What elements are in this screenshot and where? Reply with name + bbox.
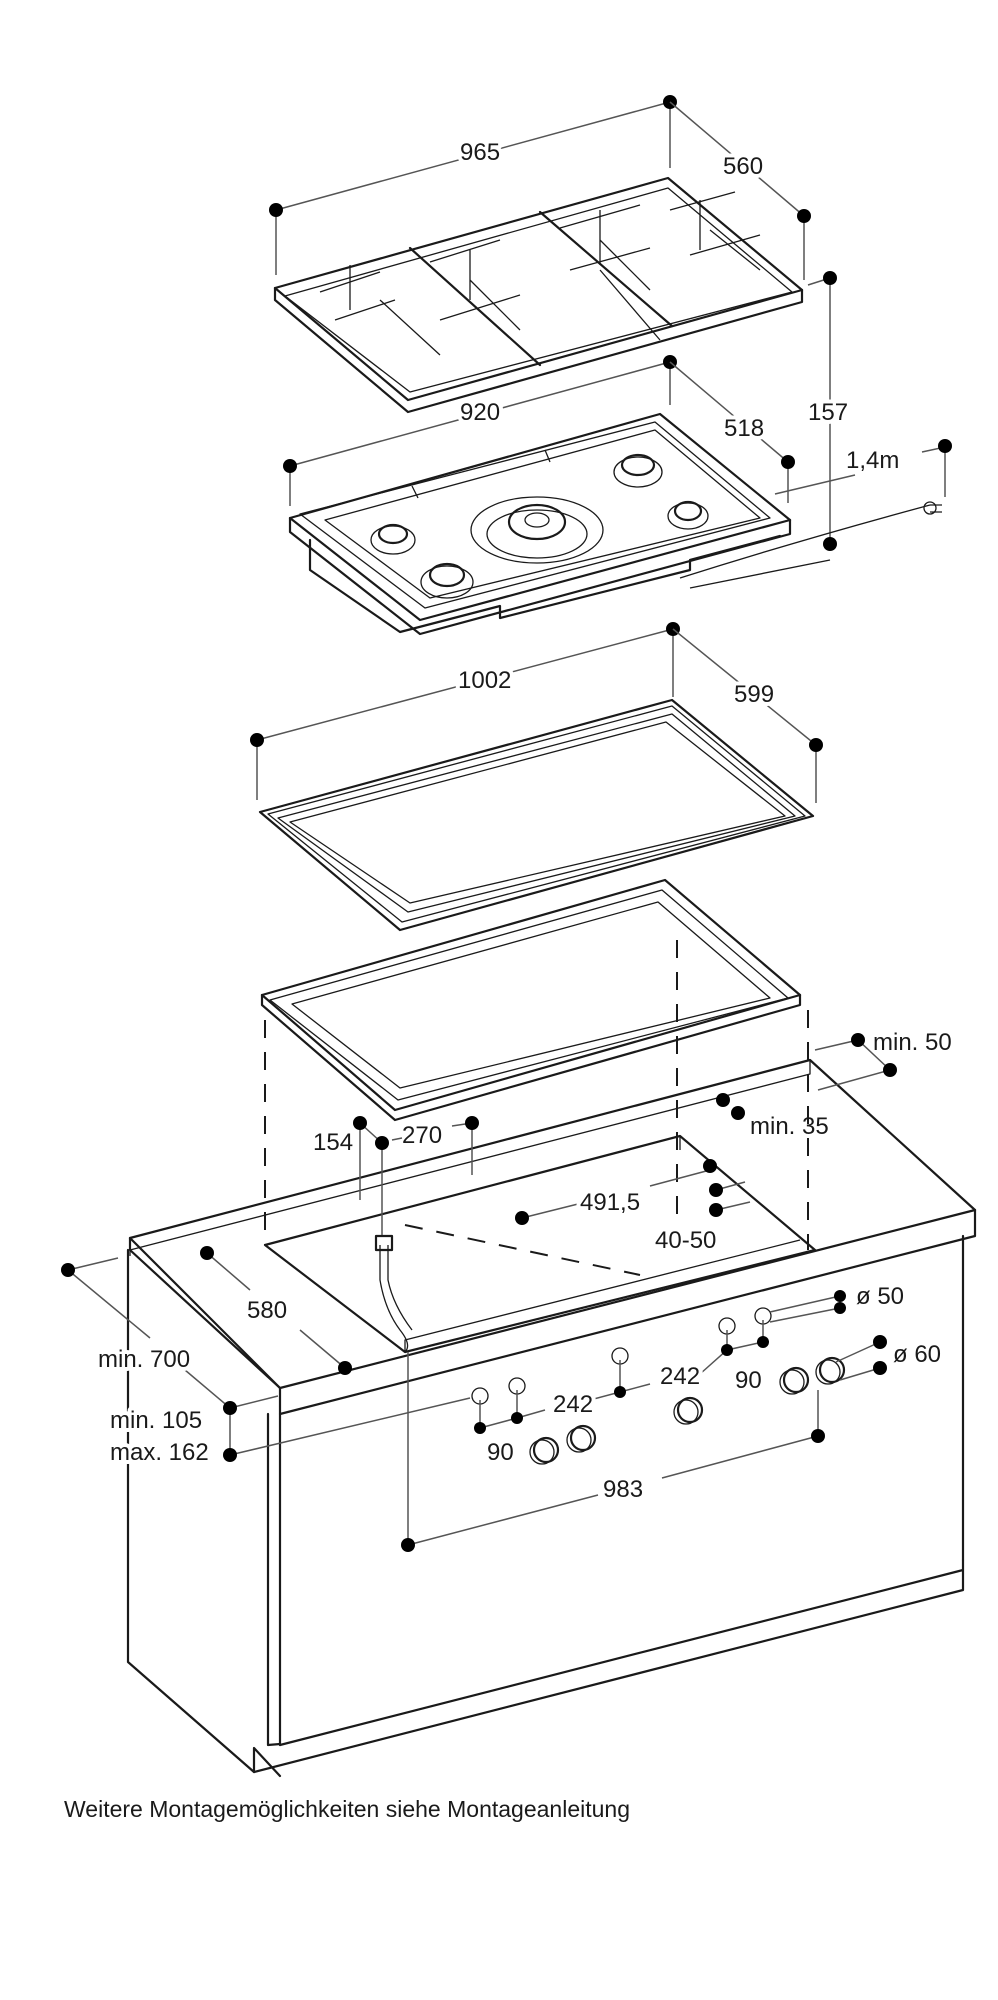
dimension-frame-width: 1002 <box>250 622 680 800</box>
label-back-clearance: min. 50 <box>873 1029 952 1056</box>
dimension-cooktop-depth: 518 <box>669 361 795 503</box>
label-cutout-depth-range: 40-50 <box>655 1227 716 1254</box>
cooktop-body <box>288 412 792 636</box>
knob-icon <box>673 1396 704 1425</box>
label-knob-pair-left: 90 <box>487 1439 514 1466</box>
dimension-grate-width: 965 <box>269 95 677 275</box>
dimension-cable-length: 1,4m <box>774 439 952 497</box>
projection-lines <box>264 940 809 1276</box>
control-knobs <box>529 1356 846 1465</box>
dimension-knob-spacing: 242 242 90 90 <box>474 1320 769 1470</box>
label-knob-hole-diameter: ø 50 <box>856 1283 904 1310</box>
label-knob-spacing-2: 242 <box>660 1363 700 1390</box>
installation-frame <box>260 878 802 1122</box>
burner-back-left <box>370 523 416 555</box>
knob-icon <box>566 1424 597 1453</box>
label-cutout-center: 491,5 <box>580 1189 640 1216</box>
dimension-gas-connection: 154 270 <box>313 1116 479 1235</box>
mounting-frame <box>258 698 815 932</box>
dimension-knob-hole-diameter: ø 50 <box>769 1283 904 1323</box>
label-frame-width: 1002 <box>458 667 511 694</box>
label-knob-spacing-1: 242 <box>553 1391 593 1418</box>
power-cable <box>679 501 942 589</box>
label-knob-span: 983 <box>603 1476 643 1503</box>
caption: Weitere Montagemöglichkeiten siehe Monta… <box>64 1796 630 1822</box>
dimension-total-height: 157 <box>804 271 852 551</box>
label-knob-pair-right: 90 <box>735 1367 762 1394</box>
knob-icon <box>529 1436 560 1465</box>
burner-front-right <box>667 500 709 530</box>
dimension-back-clearance: min. 50 <box>814 1029 952 1091</box>
label-frame-depth: 599 <box>734 681 774 708</box>
label-cooktop-width: 920 <box>460 399 500 426</box>
label-grate-width: 965 <box>460 139 500 166</box>
burner-back-right <box>613 453 663 488</box>
burner-front-left <box>420 562 474 599</box>
label-grate-depth: 560 <box>723 153 763 180</box>
grate-assembly <box>273 176 804 414</box>
dimension-frame-depth: 599 <box>672 628 823 803</box>
label-cable-length: 1,4m <box>846 447 899 474</box>
label-cutout-depth: 580 <box>247 1297 287 1324</box>
dimension-cooktop-width: 920 <box>283 355 677 506</box>
cabinet <box>126 1058 977 1778</box>
knob-icon <box>815 1356 846 1385</box>
label-worktop-depth: min. 700 <box>98 1346 190 1373</box>
dimension-grate-depth: 560 <box>669 101 811 280</box>
dimension-cutout-depth-range: 40-50 <box>651 1181 751 1258</box>
dimension-knob-diameter: ø 60 <box>835 1335 941 1381</box>
label-cooktop-depth: 518 <box>724 415 764 442</box>
dimension-cutout-depth: 580 <box>200 1246 352 1375</box>
label-back-edge: min. 35 <box>750 1113 829 1140</box>
dimension-knob-height: min. 105 max. 162 <box>106 1395 471 1470</box>
label-total-height: 157 <box>808 399 848 426</box>
label-knob-height-max: max. 162 <box>110 1439 209 1466</box>
label-gas-connection-offset: 270 <box>402 1122 442 1149</box>
dimension-worktop-depth: min. 700 <box>61 1257 231 1409</box>
label-knob-height-min: min. 105 <box>110 1407 202 1434</box>
label-knob-diameter: ø 60 <box>893 1341 941 1368</box>
knob-icon <box>779 1366 810 1395</box>
dimension-back-edge: min. 35 <box>716 1093 829 1140</box>
label-gas-connection-x: 154 <box>313 1129 353 1156</box>
dimension-knob-span: 983 <box>401 1352 825 1552</box>
dimension-cutout-center: 491,5 <box>515 1159 717 1225</box>
burner-center-wok <box>470 496 604 564</box>
